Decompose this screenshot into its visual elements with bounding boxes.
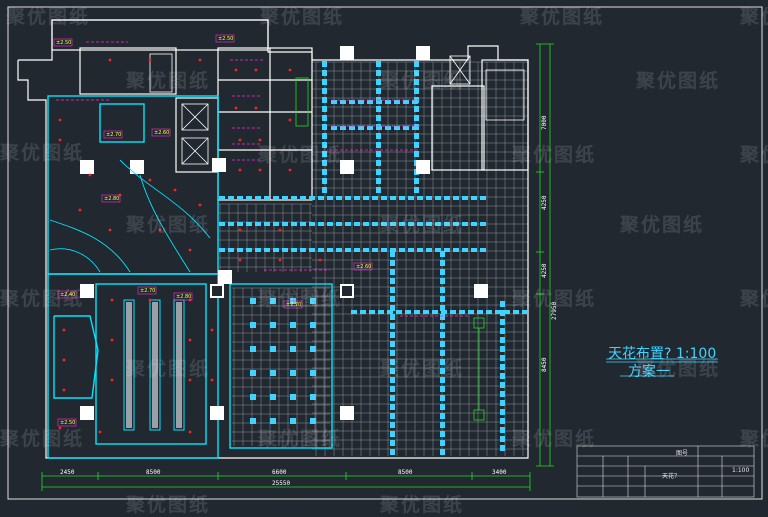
svg-text:±2.80: ±2.80 (104, 196, 119, 202)
dim-right-total: 27950 (551, 301, 558, 320)
svg-text:±2.60: ±2.60 (154, 130, 169, 136)
dim-bottom-1: 2450 (60, 469, 75, 476)
curved-ceiling (49, 159, 211, 273)
title-block-lines (576, 445, 755, 498)
dim-right-3: 4250 (541, 263, 548, 278)
sheet-frame (7, 6, 763, 500)
title-block-name: 天花？ (662, 473, 681, 480)
dimension-lines (41, 43, 554, 491)
room-outlines (47, 95, 333, 459)
green-fixtures (295, 77, 485, 421)
dim-bottom-3: 6600 (272, 469, 287, 476)
svg-text:±2.80: ±2.80 (176, 294, 191, 300)
stair-block (149, 53, 525, 165)
building-walls (17, 19, 529, 459)
svg-text:±2.60: ±2.60 (356, 264, 371, 270)
svg-text:±2.40: ±2.40 (60, 292, 75, 298)
dim-right-1: 7000 (541, 115, 548, 130)
linear-fixture-fill (126, 302, 182, 428)
dim-bottom-total: 25550 (272, 480, 291, 487)
dim-right-4: 8450 (541, 357, 548, 372)
light-strips (56, 41, 528, 455)
svg-text:±2.50: ±2.50 (56, 40, 71, 46)
structural-columns (80, 46, 488, 420)
svg-text:±2.50: ±2.50 (218, 36, 233, 42)
title-underline (606, 358, 718, 377)
level-tags: ±2.50 ±2.50 ±2.70 ±2.60 ±2.80 ±2.70 ±2.80 ±2.70… (53, 34, 373, 427)
dim-right-2: 4250 (541, 195, 548, 210)
svg-text:±2.70: ±2.70 (140, 288, 155, 294)
sheet-title: 天花布置? 1:100 (608, 346, 717, 362)
dim-bottom-5: 3400 (492, 469, 507, 476)
sheet-subtitle: 方案一 (628, 364, 670, 380)
svg-text:±2.70: ±2.70 (286, 302, 301, 308)
title-block-scale: 1:100 (732, 467, 750, 474)
svg-text:±2.70: ±2.70 (106, 132, 121, 138)
downlight-markers (58, 58, 322, 434)
svg-text:±2.50: ±2.50 (60, 420, 75, 426)
dim-bottom-2: 8500 (146, 469, 161, 476)
dim-bottom-4: 8500 (398, 469, 413, 476)
ceiling-grid-meeting (232, 287, 330, 446)
title-block-drawing-no: 图号 (676, 450, 689, 457)
